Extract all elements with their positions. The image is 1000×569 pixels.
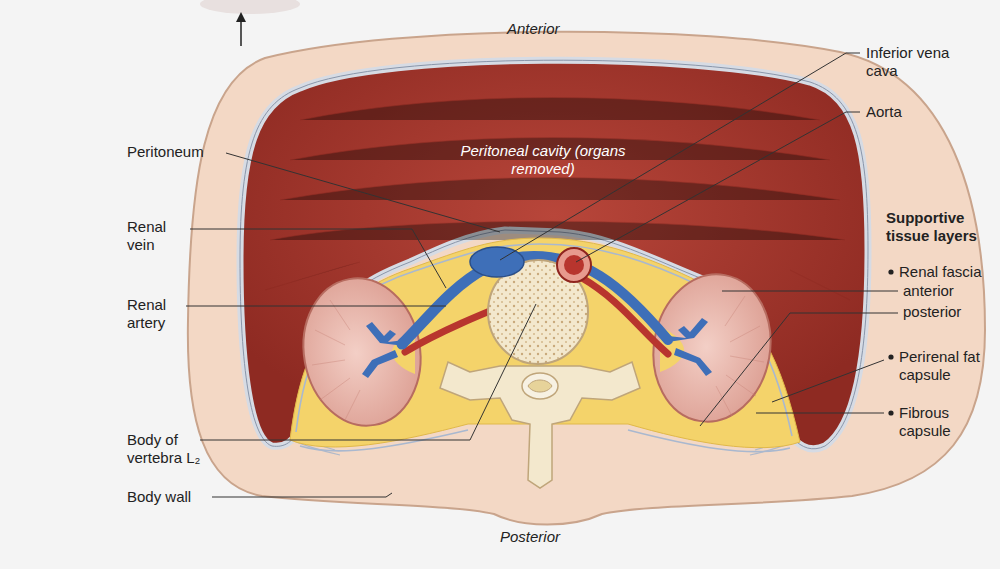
vertebra bbox=[440, 260, 640, 488]
structure-label: Renal vein bbox=[127, 218, 189, 254]
pointer-arrowhead bbox=[236, 12, 246, 22]
faint-shape bbox=[200, 0, 300, 14]
muscle-texture bbox=[265, 98, 850, 301]
structure-label: Body wall bbox=[127, 488, 217, 506]
region-label: Peritoneal cavity (organs removed) bbox=[458, 142, 628, 178]
body-wall bbox=[188, 32, 985, 525]
layer-sublabel: posterior bbox=[903, 303, 993, 321]
layer-label: Perirenal fat capsule bbox=[899, 348, 995, 384]
layer-label: Renal fascia bbox=[899, 263, 995, 281]
structure-label: Peritoneum bbox=[127, 143, 227, 161]
structure-label: Body of vertebra L₂ bbox=[127, 431, 207, 467]
heading-label: Supportive tissue layers bbox=[886, 209, 994, 245]
layer-sublabel: anterior bbox=[903, 282, 993, 300]
inferior-vena-cava bbox=[470, 247, 524, 277]
bullets bbox=[888, 269, 893, 415]
aorta bbox=[557, 248, 591, 282]
peritoneal-cavity bbox=[240, 60, 868, 449]
leader-lines bbox=[186, 53, 898, 497]
structure-label: Aorta bbox=[866, 103, 956, 121]
structure-label: Renal artery bbox=[127, 296, 185, 332]
orientation-label: Anterior bbox=[507, 20, 597, 38]
aorta-lumen bbox=[564, 255, 584, 275]
layer-label: Fibrous capsule bbox=[899, 404, 991, 440]
pointer-arrow bbox=[240, 18, 242, 46]
structure-label: Inferior vena cava bbox=[866, 44, 956, 80]
peritoneum-line bbox=[240, 60, 868, 449]
orientation-label: Posterior bbox=[500, 528, 590, 546]
